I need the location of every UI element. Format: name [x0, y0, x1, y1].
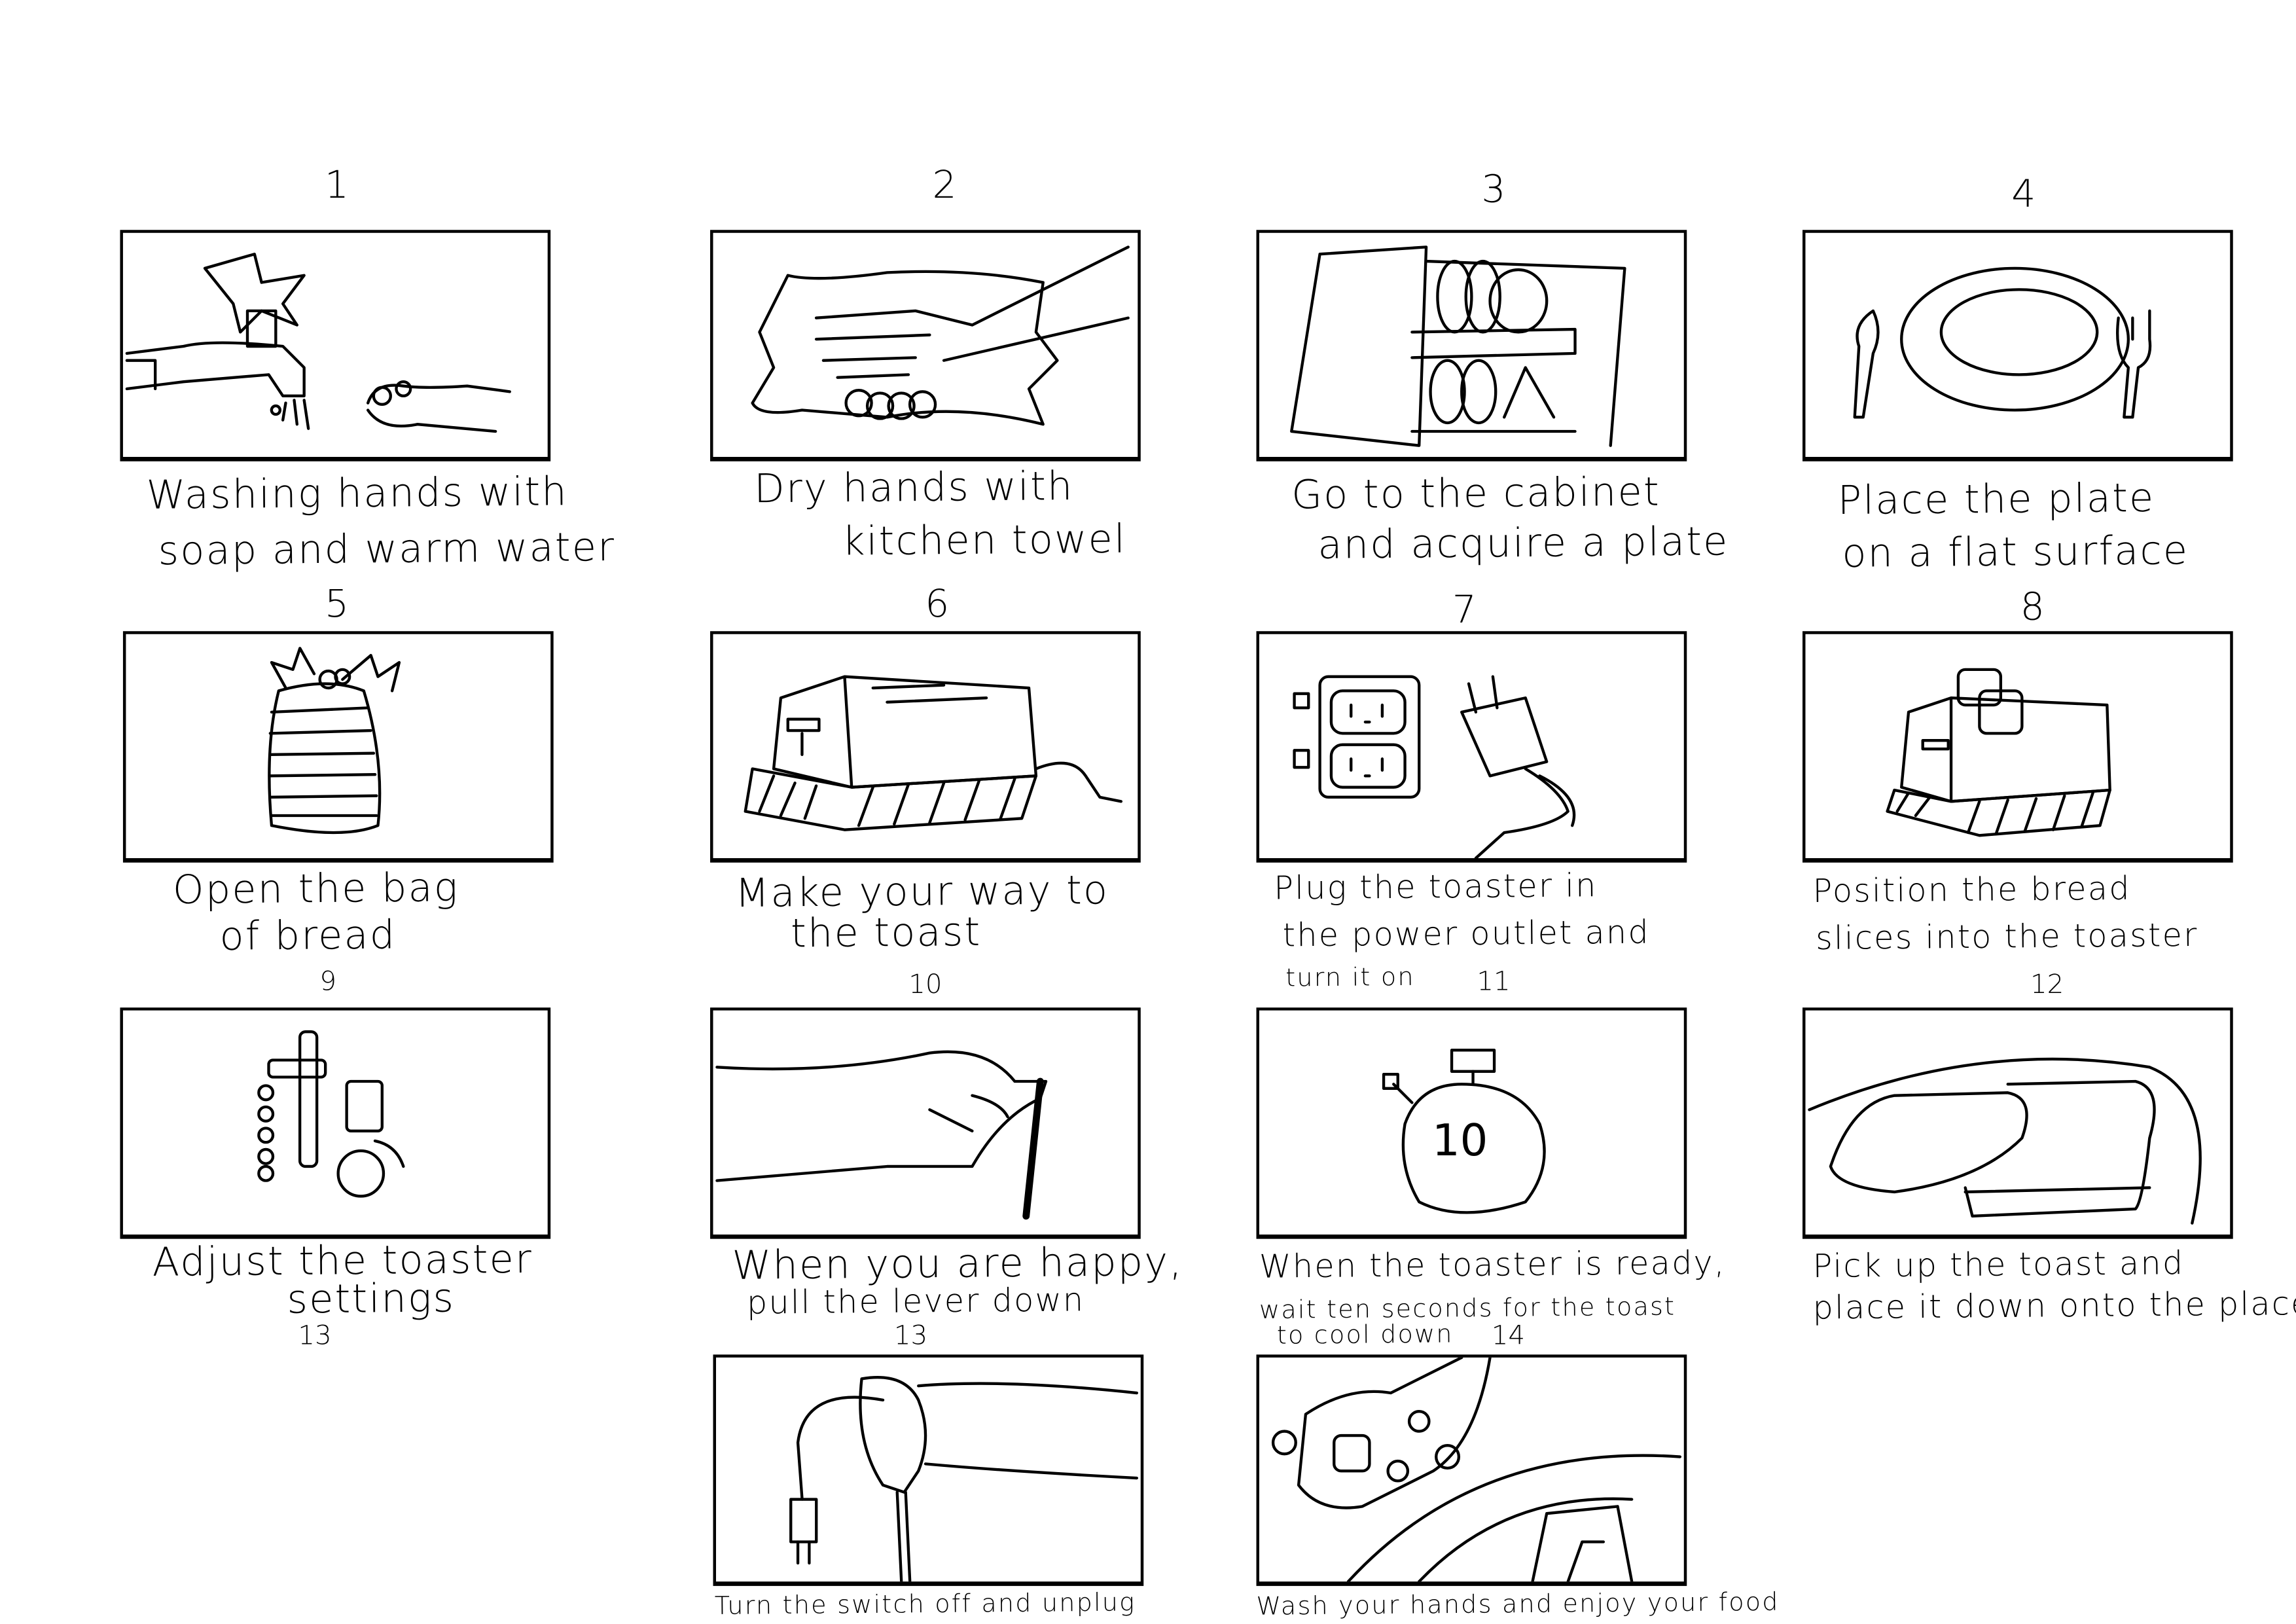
- panel-caption: Go to the cabinet: [1291, 469, 1661, 519]
- panel-7-outlet: [1256, 631, 1687, 863]
- panel-caption: Pick up the toast and: [1812, 1246, 2185, 1286]
- hand-pulling-lever-icon: [715, 1050, 1048, 1220]
- panel-number: 11: [1477, 966, 1511, 998]
- stray-panel-number: 13: [298, 1320, 332, 1352]
- panel-caption: place it down onto the place: [1812, 1286, 2296, 1327]
- panel-caption: Wash your hands and enjoy your food: [1256, 1588, 1780, 1622]
- stopwatch-icon: [1382, 1049, 1546, 1214]
- panel-number: 3: [1481, 168, 1506, 213]
- hand-unplugging-icon: [789, 1376, 1139, 1582]
- panel-caption: Make your way to: [734, 868, 1109, 917]
- panel-caption: slices into the toaster: [1815, 918, 2198, 958]
- panel-caption: When the toaster is ready,: [1259, 1245, 1727, 1287]
- washing-hands-plate-icon: [1271, 1357, 1682, 1582]
- panel-caption: Place the plate: [1837, 476, 2155, 524]
- plate-knife-fork-icon: [1853, 266, 2152, 419]
- panel-14-enjoy: [1256, 1354, 1687, 1586]
- panel-caption: settings: [287, 1276, 456, 1324]
- faucet-washing-hands-icon: [125, 253, 511, 433]
- panel-number: 2: [932, 164, 957, 208]
- panel-caption: kitchen towel: [842, 517, 1127, 566]
- cabinet-plates-icon: [1290, 245, 1626, 447]
- toast-on-plate-icon: [1808, 1057, 2202, 1225]
- panel-number: 12: [2030, 969, 2064, 1001]
- panel-caption: Washing hands with: [146, 469, 569, 519]
- power-outlet-plug-icon: [1293, 675, 1576, 858]
- panel-10-lever: [710, 1007, 1141, 1239]
- panel-number: 6: [925, 583, 950, 627]
- panel-11-stopwatch: 10: [1256, 1007, 1687, 1239]
- panel-caption: on a flat surface: [1842, 528, 2189, 577]
- panel-caption: turn it on: [1285, 963, 1415, 994]
- toaster-settings-icon: [257, 1030, 405, 1198]
- panel-caption: soap and warm water: [158, 525, 616, 575]
- panel-caption: Turn the switch off and unplug: [714, 1588, 1136, 1622]
- panel-caption: Position the bread: [1812, 871, 2131, 911]
- bread-bag-icon: [268, 647, 401, 835]
- panel-12-toast-plate: [1802, 1007, 2233, 1239]
- panel-6-toaster: [710, 631, 1141, 863]
- panel-caption: When you are happy,: [732, 1240, 1184, 1290]
- panel-caption: and acquire a plate: [1318, 519, 1729, 569]
- panel-number: 14: [1491, 1320, 1525, 1352]
- panel-number: 13: [893, 1320, 928, 1352]
- panel-number: 10: [908, 969, 942, 1001]
- panel-number: 4: [2011, 172, 2036, 217]
- panel-5-bread-bag: [122, 631, 554, 863]
- toaster-with-bread-icon: [1886, 668, 2111, 837]
- panel-number: 9: [319, 966, 336, 998]
- panel-caption: Dry hands with: [753, 464, 1074, 513]
- panel-4-plate: [1802, 230, 2233, 461]
- panel-3-cabinet: [1256, 230, 1687, 461]
- panel-caption: of bread: [219, 912, 397, 960]
- panel-8-toaster-bread: [1802, 631, 2233, 863]
- panel-13-unplug: [713, 1354, 1144, 1586]
- panel-caption: Plug the toaster in: [1274, 868, 1598, 908]
- panel-caption: the power outlet and: [1282, 915, 1651, 955]
- panel-number: 8: [2020, 585, 2045, 630]
- panel-caption: the toast: [790, 910, 982, 958]
- hands-drying-towel-icon: [751, 245, 1130, 426]
- panel-caption: to cool down: [1276, 1320, 1454, 1351]
- panel-1-faucet: [120, 230, 551, 461]
- panel-number: 1: [325, 164, 350, 208]
- panel-2-towel: [710, 230, 1141, 461]
- timer-value: 10: [1431, 1115, 1488, 1168]
- panel-caption: pull the lever down: [746, 1282, 1085, 1323]
- toaster-icon: [744, 675, 1123, 831]
- panel-number: 5: [325, 583, 350, 627]
- panel-9-settings: [120, 1007, 551, 1239]
- panel-number: 7: [1452, 588, 1477, 633]
- panel-caption: Open the bag: [172, 865, 459, 914]
